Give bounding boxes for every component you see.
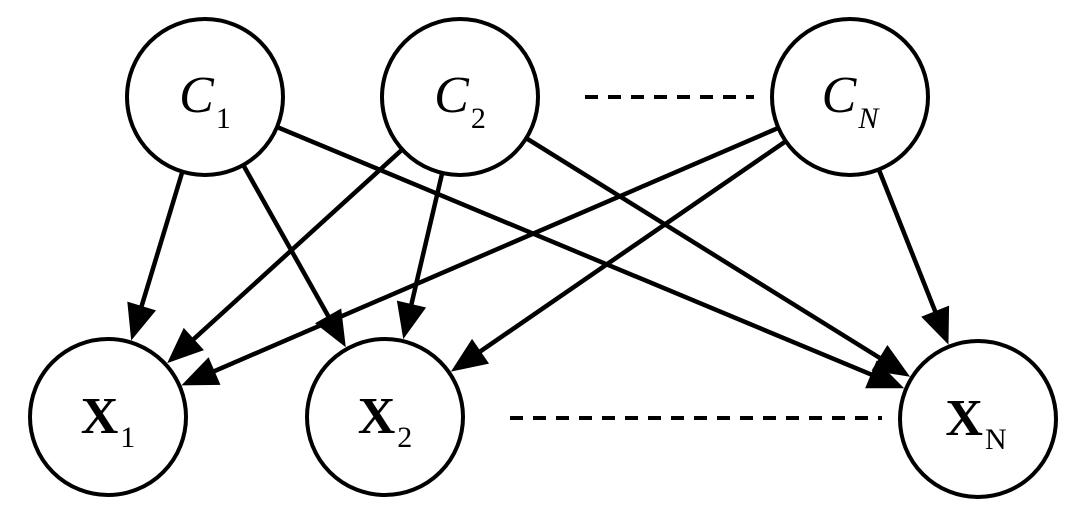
ellipsis-layer	[510, 95, 882, 420]
edge-c2-to-x2	[396, 172, 445, 340]
node-xn: XN	[898, 339, 1058, 499]
node-cn: CN	[770, 17, 930, 177]
node-c2-label: C2	[434, 67, 486, 135]
edge-c2-to-x1	[167, 147, 404, 364]
node-x1-label: X1	[81, 388, 136, 454]
node-c1-label: C1	[179, 67, 231, 135]
node-cn-circle	[770, 17, 930, 177]
edge-c1-to-x1	[127, 170, 185, 341]
node-x2-circle	[305, 337, 465, 497]
edge-line	[209, 125, 780, 375]
arrowhead-icon	[396, 300, 427, 340]
arrowhead-icon	[181, 357, 221, 386]
edge-cn-to-x2	[450, 139, 788, 372]
node-x2: X2	[305, 337, 465, 497]
edge-line	[475, 139, 788, 356]
node-c2: C2	[380, 17, 540, 177]
node-xn-circle	[898, 339, 1058, 499]
node-x1: X1	[28, 337, 188, 497]
arrowhead-icon	[921, 305, 950, 345]
edge-c2-to-xn	[525, 136, 911, 377]
arrowhead-icon	[167, 327, 204, 364]
node-x1-circle	[28, 337, 188, 497]
edge-line	[525, 136, 885, 362]
arrowhead-icon	[871, 345, 911, 377]
arrowhead-icon	[450, 338, 490, 372]
edge-line	[276, 124, 876, 379]
edge-line	[408, 172, 445, 309]
node-c2-circle	[380, 17, 540, 177]
edge-cn-to-xn	[876, 168, 950, 345]
edge-cn-to-x1	[181, 125, 780, 386]
node-xn-label: XN	[945, 390, 1006, 456]
node-x2-label: X2	[358, 388, 413, 454]
node-cn-label: CN	[822, 67, 881, 135]
edges-layer	[127, 124, 950, 389]
edge-line	[876, 168, 939, 316]
edge-line	[189, 147, 404, 344]
arrowhead-icon	[127, 301, 157, 341]
edge-line	[241, 163, 333, 321]
edge-line	[138, 170, 185, 311]
node-c1: C1	[125, 17, 285, 177]
node-c1-circle	[125, 17, 285, 177]
